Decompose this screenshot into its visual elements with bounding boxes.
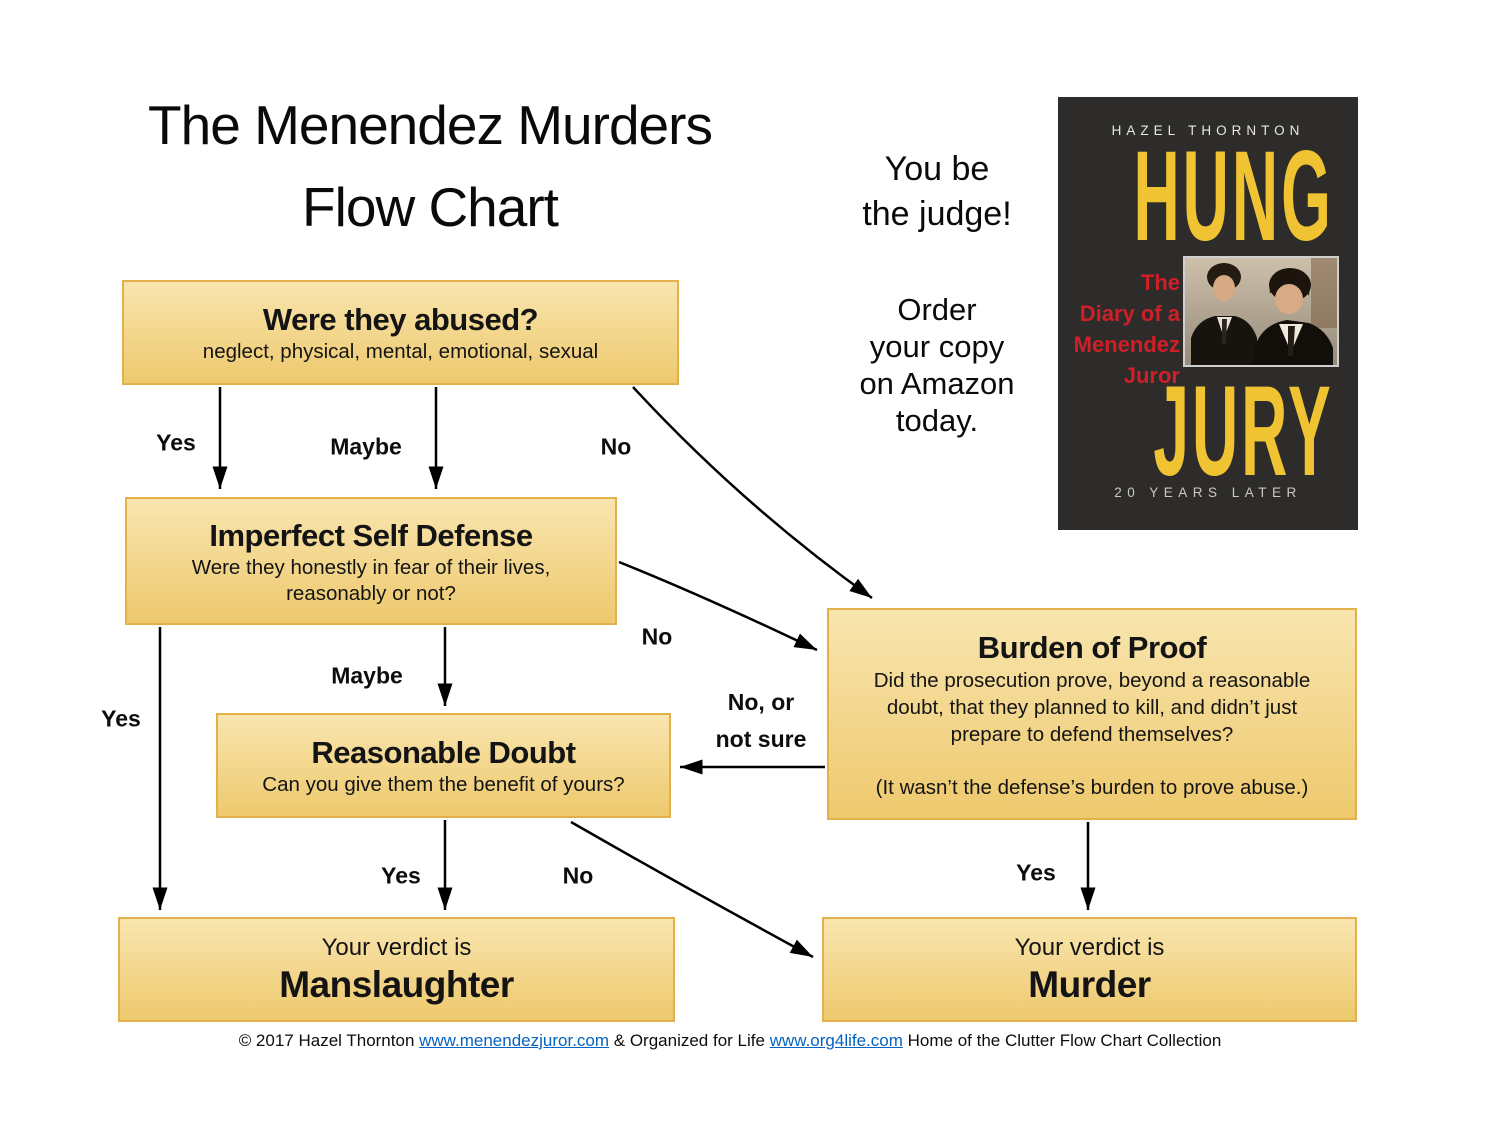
edge-label-abused-yes: Yes <box>156 429 196 456</box>
page-title-line1: The Menendez Murders <box>148 94 713 156</box>
node-reasonable-doubt: Reasonable Doubt Can you give them the b… <box>216 713 671 818</box>
edge-label-line: No, or <box>727 689 795 715</box>
edge-label-abused-no: No <box>600 433 632 460</box>
node-body: Did the prosecution prove, beyond a reas… <box>873 668 1311 746</box>
order-line: today. <box>895 403 979 438</box>
book-subtitle-line: Menendez <box>1073 332 1180 357</box>
footer-credit: © 2017 Hazel Thornton www.menendezjuror.… <box>0 1031 1460 1051</box>
verdict-word: Murder <box>1028 963 1151 1005</box>
edge-label-reasonable-no: No <box>562 862 594 889</box>
arrow-abused-no <box>632 386 873 600</box>
order-line: Order <box>897 292 977 327</box>
edge-label-burden-yes: Yes <box>1016 859 1056 886</box>
page-title-line2: Flow Chart <box>302 176 559 238</box>
book-subtitle: The Diary of a Menendez Juror <box>1058 267 1180 391</box>
order-line: your copy <box>869 329 1005 364</box>
node-title: Burden of Proof <box>977 629 1207 665</box>
left-figure-face <box>1213 275 1235 301</box>
book-tagline-years: 20 YEARS LATER <box>1114 485 1302 500</box>
right-figure-tie <box>1288 326 1295 356</box>
judge-tagline-line2: the judge! <box>862 195 1012 233</box>
judge-tagline: You be the judge! <box>827 147 1047 237</box>
photo-paneling <box>1311 258 1337 328</box>
book-author: HAZEL THORNTON <box>1111 123 1305 138</box>
link-org4life[interactable]: www.org4life.com <box>769 1031 903 1050</box>
book-title-hung: HUNG <box>1133 125 1334 268</box>
right-figure-face <box>1275 284 1303 314</box>
verdict-word: Manslaughter <box>279 963 514 1005</box>
edge-label-imperfect-no: No <box>641 623 673 650</box>
book-subtitle-line: Diary of a <box>1079 301 1180 326</box>
order-line: on Amazon <box>859 366 1015 401</box>
judge-tagline-line1: You be <box>884 150 990 188</box>
edge-label-imperfect-yes: Yes <box>101 705 141 732</box>
edge-label-imperfect-maybe: Maybe <box>331 662 403 689</box>
order-copy-text: Order your copy on Amazon today. <box>827 291 1047 439</box>
node-subtitle: Were they honestly in fear of their live… <box>191 555 551 605</box>
arrow-imperfect-no <box>618 560 818 652</box>
node-title: Were they abused? <box>262 302 539 337</box>
book-cover: HAZEL THORNTON HUNG The Diary of a Menen… <box>1058 97 1358 530</box>
book-subtitle-line: The <box>1140 270 1180 295</box>
verdict-prefix: Your verdict is <box>321 933 472 961</box>
node-title: Imperfect Self Defense <box>209 517 533 553</box>
page-title: The Menendez Murders Flow Chart <box>60 84 800 248</box>
left-figure-hair-front <box>1209 266 1239 284</box>
book-title-jury: JURY <box>1153 360 1334 503</box>
node-verdict-murder: Your verdict is Murder <box>822 917 1357 1022</box>
footer-text-prefix: © 2017 Hazel Thornton <box>238 1031 420 1050</box>
node-title: Reasonable Doubt <box>311 735 576 770</box>
node-subtitle: neglect, physical, mental, emotional, se… <box>202 340 599 363</box>
edge-label-line: not sure <box>715 726 807 752</box>
link-menendezjuror[interactable]: www.menendezjuror.com <box>419 1031 610 1050</box>
edge-label-burden-no-not-sure: No, or not sure <box>716 684 807 758</box>
node-verdict-manslaughter: Your verdict is Manslaughter <box>118 917 675 1022</box>
node-were-they-abused: Were they abused? neglect, physical, men… <box>122 280 679 385</box>
menendez-brothers-photo <box>1183 256 1339 367</box>
footer-text-suffix: Home of the Clutter Flow Chart Collectio… <box>902 1031 1222 1050</box>
node-imperfect-self-defense: Imperfect Self Defense Were they honestl… <box>125 497 617 625</box>
footer-text-middle: & Organized for Life <box>609 1031 770 1050</box>
left-figure-tie <box>1222 319 1227 344</box>
node-subtitle: Can you give them the benefit of yours? <box>262 773 625 796</box>
verdict-prefix: Your verdict is <box>1014 933 1165 961</box>
right-figure-hair-front <box>1269 269 1310 296</box>
node-note: (It wasn’t the defense’s burden to prove… <box>875 775 1309 799</box>
edge-label-reasonable-yes: Yes <box>381 862 421 889</box>
edge-label-abused-maybe: Maybe <box>330 433 402 460</box>
book-subtitle-line: Juror <box>1123 363 1180 388</box>
node-burden-of-proof: Burden of Proof Did the prosecution prov… <box>827 608 1357 820</box>
arrow-reasonable-no <box>570 820 814 959</box>
